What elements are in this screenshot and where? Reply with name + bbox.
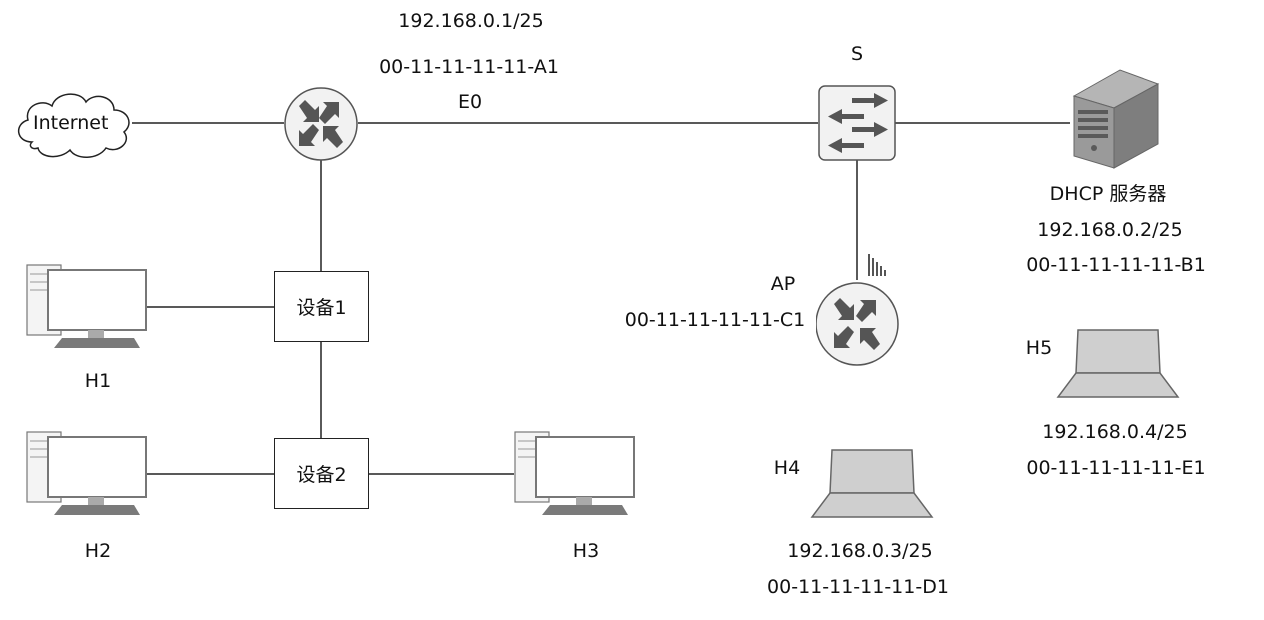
- h2-desktop-icon: [26, 431, 147, 515]
- h5-laptop-icon: [1056, 329, 1180, 398]
- server-icon: [1072, 69, 1160, 169]
- internet-label: Internet: [33, 112, 109, 134]
- h3-label: H3: [572, 540, 600, 562]
- device1-label: 设备1: [296, 297, 347, 319]
- h1-label: H1: [84, 370, 112, 392]
- server-label: DHCP 服务器: [1049, 183, 1167, 205]
- h5-label: H5: [1025, 337, 1053, 359]
- h4-ip-label: 192.168.0.3/25: [787, 540, 933, 562]
- ap-label: AP: [770, 273, 796, 295]
- switch-icon: [818, 85, 896, 161]
- access-point-icon: [816, 254, 899, 366]
- h4-label: H4: [773, 457, 801, 479]
- device2-box: 设备2: [274, 438, 369, 509]
- h2-label: H2: [84, 540, 112, 562]
- internet-cloud-icon: [18, 93, 130, 158]
- router-icon: [284, 87, 358, 161]
- switch-label: S: [850, 43, 864, 65]
- h5-ip-label: 192.168.0.4/25: [1042, 421, 1188, 443]
- h5-mac-label: 00-11-11-11-11-E1: [1026, 457, 1206, 479]
- router-port-label: E0: [457, 91, 483, 113]
- server-mac-label: 00-11-11-11-11-B1: [1026, 254, 1206, 276]
- router-mac-label: 00-11-11-11-11-A1: [379, 56, 559, 78]
- router-ip-label: 192.168.0.1/25: [398, 10, 544, 32]
- h1-desktop-icon: [26, 264, 147, 348]
- device2-label: 设备2: [296, 464, 347, 486]
- device1-box: 设备1: [274, 271, 369, 342]
- h4-mac-label: 00-11-11-11-11-D1: [767, 576, 949, 598]
- server-ip-label: 192.168.0.2/25: [1037, 219, 1183, 241]
- ap-mac-label: 00-11-11-11-11-C1: [624, 309, 806, 331]
- h4-laptop-icon: [810, 449, 934, 518]
- h3-desktop-icon: [514, 431, 635, 515]
